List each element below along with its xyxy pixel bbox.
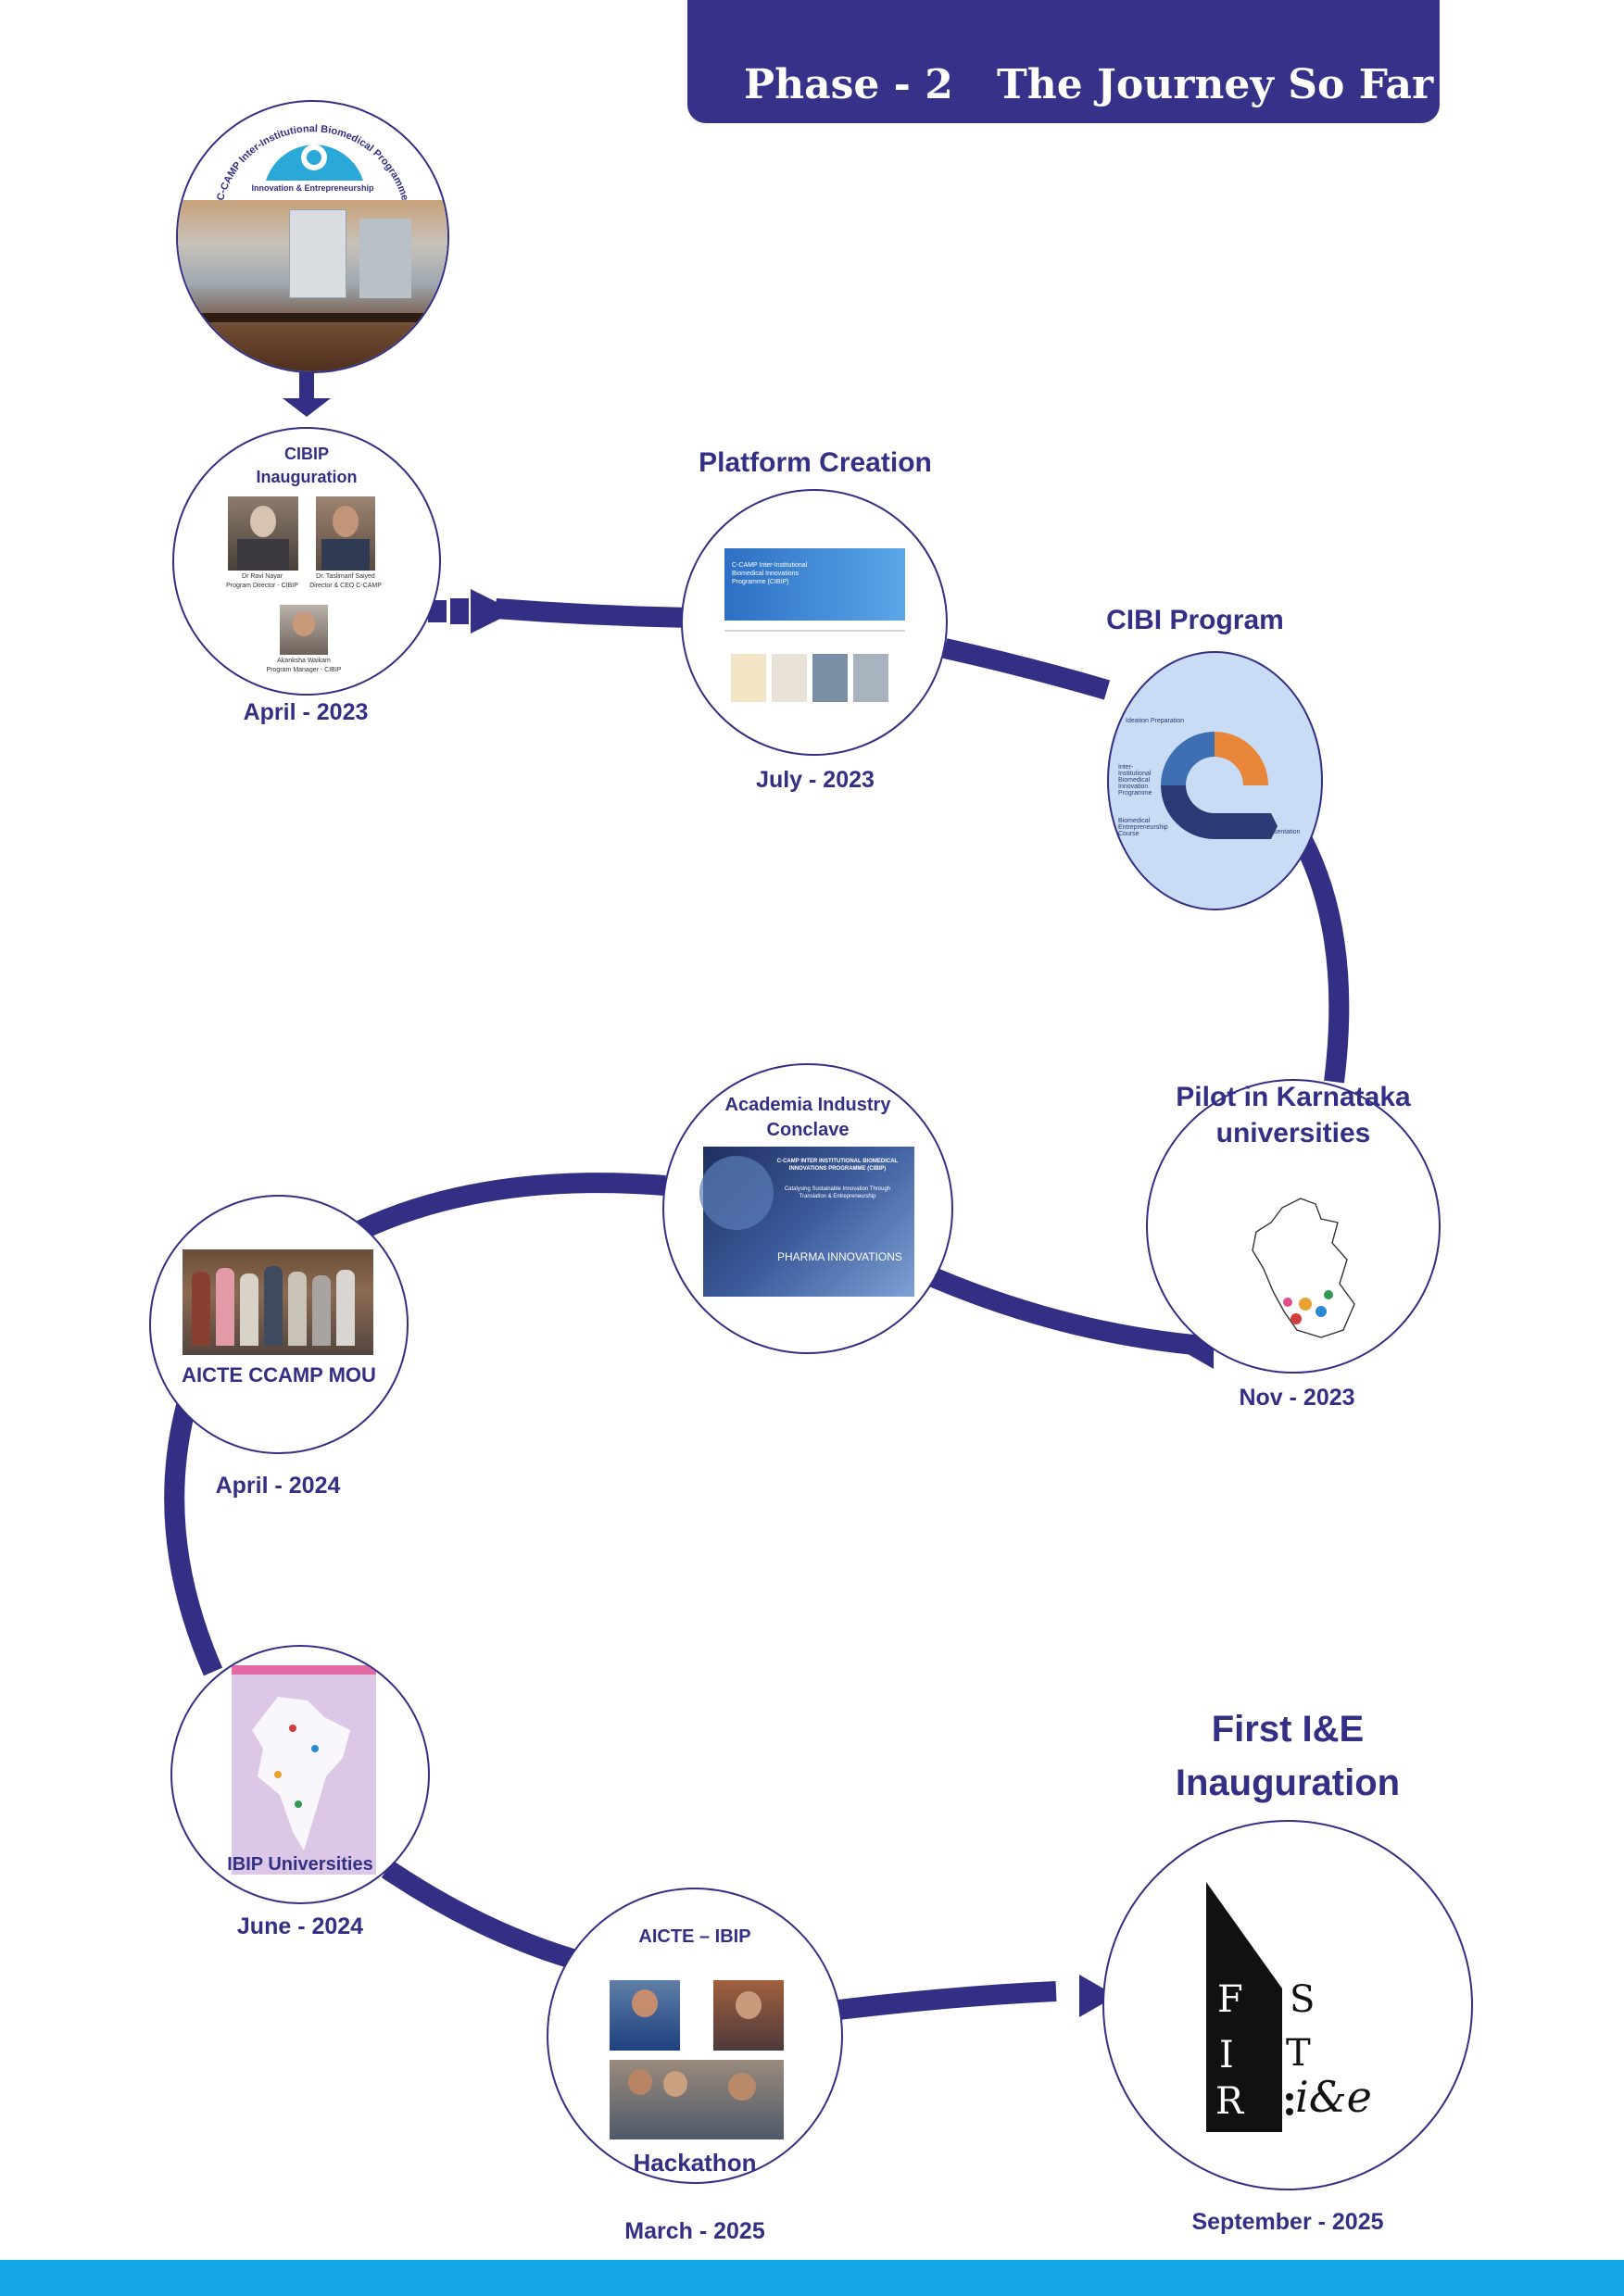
arrow-down-shaft <box>299 369 314 400</box>
phase-label: Phase - 2 <box>744 61 953 108</box>
conclave-node: C-CAMP INTER INSTITUTIONAL BIOMEDICAL IN… <box>662 1063 953 1354</box>
first-title: First I&E Inauguration <box>1175 1709 1401 1803</box>
conclave-banner: C-CAMP INTER INSTITUTIONAL BIOMEDICAL IN… <box>699 1147 914 1297</box>
connector-ibip-hackathon <box>381 1860 591 1974</box>
mou-node <box>149 1195 409 1454</box>
header-banner <box>687 0 1440 123</box>
hackathon-top-label: AICTE – IBIP <box>638 1926 751 1947</box>
cibip-logo-icon: C-CAMP Inter-Institutional Biomedical Pr… <box>215 123 410 202</box>
cibi-node: Ideation Preparation Inter-Institutional… <box>1107 651 1323 910</box>
person-photo-3 <box>280 605 328 655</box>
karnataka-map-icon <box>1252 1198 1355 1338</box>
person-photo-1 <box>228 496 298 571</box>
cibi-title: CIBI Program <box>1106 605 1284 635</box>
first-ie-logo-icon: F I R S T i&e <box>1206 1882 1372 2132</box>
hackathon-node: AICTE – IBIP <box>547 1888 843 2184</box>
logo-node: C-CAMP Inter-Institutional Biomedical Pr… <box>176 100 449 373</box>
ibip-node <box>170 1645 430 1904</box>
svg-text:S: S <box>1290 1978 1315 2021</box>
hackathon-photo-2 <box>713 1980 784 2051</box>
platform-banner: C-CAMP Inter-Institutional Biomedical In… <box>724 548 905 621</box>
hackathon-photo-1 <box>610 1980 680 2051</box>
hackathon-title: Hackathon <box>633 2149 757 2177</box>
cibi-cycle-icon <box>1161 732 1278 839</box>
header-title: The Journey So Far <box>997 61 1434 108</box>
arrow-right-head <box>471 589 515 634</box>
hackathon-date: March - 2025 <box>624 2218 765 2244</box>
logo-subtitle: Innovation & Entrepreneurship <box>251 183 374 193</box>
india-map-icon <box>252 1697 350 1851</box>
ibip-map-panel <box>232 1665 376 1875</box>
pilot-date: Nov - 2023 <box>1239 1385 1355 1411</box>
hackathon-photo-3 <box>610 2060 784 2139</box>
platform-node: C-CAMP Inter-Institutional Biomedical In… <box>681 489 948 756</box>
svg-text:i&e: i&e <box>1295 2072 1372 2122</box>
platform-date: July - 2023 <box>756 767 875 793</box>
pilot-title: Pilot in Karnataka universities <box>1176 1082 1411 1148</box>
svg-text:F: F <box>1217 1978 1243 2021</box>
platform-title: Platform Creation <box>699 447 932 478</box>
bottom-bar <box>0 2260 1624 2296</box>
cibip-node: CIBIP Inauguration Dr Ravi Nayar Program… <box>172 427 441 696</box>
mou-photo <box>183 1249 373 1355</box>
pilot-node <box>1146 1079 1441 1374</box>
connector-conclave-mou <box>357 1173 666 1239</box>
ibip-title: IBIP Universities <box>227 1854 373 1875</box>
svg-text:I: I <box>1219 2034 1234 2076</box>
connector-mou-ibip <box>164 1374 223 1676</box>
connector-cibip-platform <box>495 598 691 628</box>
svg-text:T: T <box>1286 2032 1311 2075</box>
ibip-date: June - 2024 <box>236 1913 364 1939</box>
connector-conclave-pilot <box>926 1266 1205 1356</box>
first-node: F I R S T i&e <box>1102 1820 1473 2190</box>
first-date: September - 2025 <box>1191 2209 1384 2235</box>
cibip-date: April - 2023 <box>243 699 369 725</box>
mou-title: AICTE CCAMP MOU <box>182 1363 376 1386</box>
person-photo-2 <box>316 496 375 571</box>
conclave-title: Academia Industry Conclave <box>724 1095 891 1140</box>
arrow-down-head <box>283 398 331 417</box>
building-photo <box>178 200 447 371</box>
cibip-title: CIBIP Inauguration <box>256 445 358 486</box>
mou-date: April - 2024 <box>215 1473 341 1499</box>
connector-cibi-pilot <box>1292 833 1350 1084</box>
svg-text:R: R <box>1215 2080 1245 2123</box>
connector-hackathon-first <box>837 1981 1057 2020</box>
arrow-hackathon-head <box>1079 1975 1116 2017</box>
connector-platform-cibi <box>942 638 1111 700</box>
